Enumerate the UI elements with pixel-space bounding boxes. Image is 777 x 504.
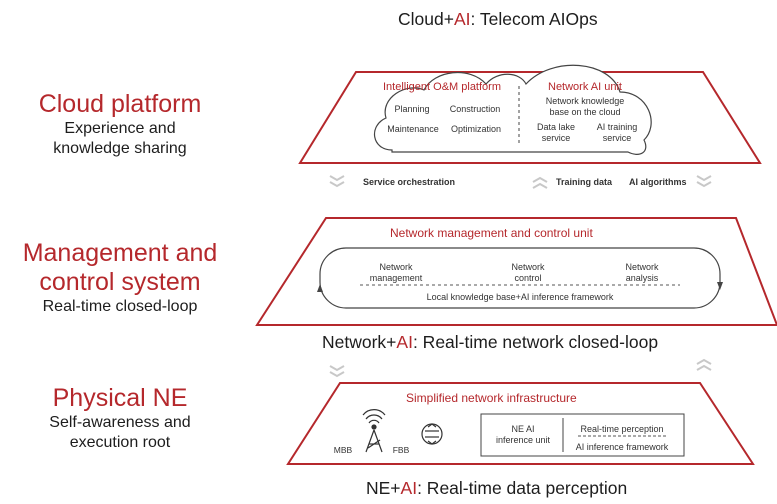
management-layer-subtitle: Real-time closed-loop [42,298,198,315]
ne-ai-line-2: inference unit [495,435,551,445]
ai-unit-kb: Network knowledge base on the cloud [530,96,640,118]
network-control-line-2: control [514,273,542,283]
cloud-layer-subtitle-2: knowledge sharing [53,140,187,157]
antenna-tower-icon [362,409,386,453]
network-analysis: Network analysis [602,262,682,284]
management-layer-title-2: control system [39,268,201,296]
ne-caption-post: : Real-time data perception [417,478,628,498]
real-time-perception: Real-time perception [580,424,664,434]
network-caption-ai: AI [396,332,413,352]
network-management: Network management [356,262,436,284]
ai-unit-training: AI training service [588,122,646,144]
router-icon [421,423,443,445]
infra-title: Simplified network infrastructure [406,391,577,405]
ne-ai-line-1: NE AI [511,424,535,434]
cloud-caption-ai: AI [453,9,471,29]
network-control: Network control [488,262,568,284]
cloud-layer-title: Cloud platform [38,90,202,118]
loop-arrow-down [717,282,723,290]
mgmt-unit-title: Network management and control unit [390,226,593,240]
management-layer-trapezoid [255,217,777,326]
ne-caption-pre: NE+ [366,478,401,498]
cloud-layer-subtitle-1: Experience and [64,120,176,137]
management-layer-label: Management and control system Real-time … [0,239,240,317]
cloud-outline [373,64,652,155]
ne-caption-ai: AI [400,478,418,498]
network-analysis-line-2: analysis [625,273,659,283]
om-item-maintenance: Maintenance [387,124,439,134]
chevron-icon [532,176,548,189]
cloud-layer-label: Cloud platform Experience and knowledge … [0,90,240,159]
management-layer-title-1: Management and [22,239,218,267]
flow-training-data: Training data [556,177,613,187]
cloud-caption: Cloud+AI: Telecom AIOps [398,9,598,30]
om-platform-title: Intelligent O&M platform [383,81,501,93]
cloud-caption-post: : Telecom AIOps [470,9,598,29]
network-caption-post: : Real-time network closed-loop [412,332,659,352]
physical-layer-label: Physical NE Self-awareness and execution… [0,384,240,453]
om-item-optimization: Optimization [450,124,502,134]
chevron-icon [696,175,712,188]
cloud-caption-pre: Cloud+ [398,9,454,29]
fbb-label: FBB [392,445,410,455]
physical-layer-trapezoid [286,382,755,465]
ai-unit-training-line-1: AI training [596,122,638,132]
om-item-construction: Construction [449,104,501,114]
ai-unit-datalake: Data lake service [530,122,582,144]
network-management-line-2: management [369,273,423,283]
physical-layer-subtitle-1: Self-awareness and [49,414,191,431]
chevron-icon [329,365,345,378]
chevron-icon [329,175,345,188]
network-caption: Network+AI: Real-time network closed-loo… [322,332,658,353]
flow-ai-algorithms: AI algorithms [629,177,687,187]
network-control-line-1: Network [511,262,545,272]
network-caption-pre: Network+ [322,332,397,352]
ne-caption: NE+AI: Real-time data perception [366,478,627,499]
closed-loop-outline [319,247,721,309]
physical-layer-subtitle-2: execution root [69,434,171,451]
ai-unit-kb-line-2: base on the cloud [549,107,621,117]
ne-ai-inference-unit: NE AI inference unit [484,424,562,446]
ai-unit-training-line-2: service [602,133,632,143]
local-knowledge-framework: Local knowledge base+AI inference framew… [426,292,614,302]
ai-inference-framework: AI inference framework [575,442,669,452]
ai-unit-datalake-line-1: Data lake [536,122,576,132]
flow-service-orchestration: Service orchestration [363,177,456,187]
mbb-label: MBB [333,445,353,455]
network-management-line-1: Network [379,262,413,272]
physical-layer-title: Physical NE [52,384,188,412]
chevron-icon [696,358,712,371]
loop-arrow-up [317,284,323,292]
ai-unit-datalake-line-2: service [541,133,571,143]
ai-unit-title: Network AI unit [548,81,622,93]
om-item-planning: Planning [394,104,430,114]
network-analysis-line-1: Network [625,262,659,272]
ai-unit-kb-line-1: Network knowledge [545,96,625,106]
ne-ai-box [480,413,685,457]
